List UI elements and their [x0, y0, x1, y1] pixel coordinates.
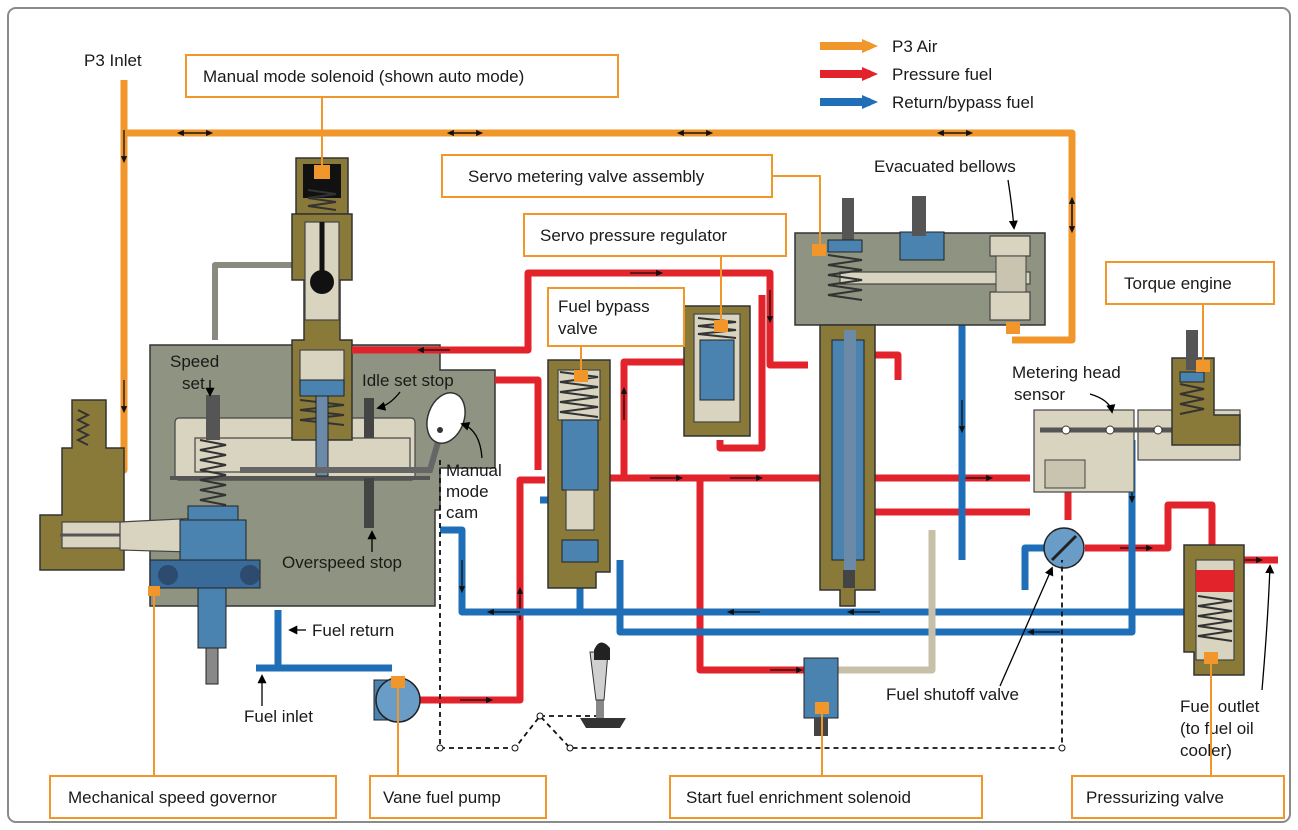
legend-label-return-fuel: Return/bypass fuel — [892, 93, 1034, 112]
callout-start-fuel-enrichment: Start fuel enrichment solenoid — [686, 788, 911, 807]
label-fuel-inlet: Fuel inlet — [244, 707, 313, 726]
label-p3-inlet: P3 Inlet — [84, 51, 142, 70]
legend-label-p3-air: P3 Air — [892, 37, 938, 56]
label-manual-mode-cam-1: Manual — [446, 461, 502, 480]
callout-torque-engine: Torque engine — [1124, 274, 1232, 293]
label-manual-mode-cam-3: cam — [446, 503, 478, 522]
label-fuel-shutoff-valve: Fuel shutoff valve — [886, 685, 1019, 704]
label-fuel-outlet-3: cooler) — [1180, 741, 1232, 760]
servo-pressure-regulator-body — [684, 306, 750, 436]
label-speed-set-2: set — [182, 374, 205, 393]
fuel-shutoff-valve-body — [1044, 528, 1084, 568]
label-fuel-return: Fuel return — [312, 621, 394, 640]
callout-pressurizing-valve: Pressurizing valve — [1086, 788, 1224, 807]
callout-manual-mode-solenoid: Manual mode solenoid (shown auto mode) — [203, 67, 524, 86]
fuel-bypass-valve-body — [548, 360, 610, 588]
label-idle-set-stop: Idle set stop — [362, 371, 454, 390]
label-overspeed-stop: Overspeed stop — [282, 553, 402, 572]
legend-label-pressure-fuel: Pressure fuel — [892, 65, 992, 84]
callout-mechanical-speed-governor: Mechanical speed governor — [68, 788, 277, 807]
callout-fuel-bypass-2: valve — [558, 319, 598, 338]
callout-fuel-bypass-1: Fuel bypass — [558, 297, 650, 316]
callout-vane-fuel-pump: Vane fuel pump — [383, 788, 501, 807]
label-speed-set-1: Speed — [170, 352, 219, 371]
label-fuel-outlet-2: (to fuel oil — [1180, 719, 1254, 738]
label-metering-head-sensor-1: Metering head — [1012, 363, 1121, 382]
label-evacuated-bellows: Evacuated bellows — [874, 157, 1016, 176]
callout-servo-pressure-regulator: Servo pressure regulator — [540, 226, 727, 245]
label-metering-head-sensor-2: sensor — [1014, 385, 1065, 404]
callout-servo-metering-valve: Servo metering valve assembly — [468, 167, 705, 186]
label-manual-mode-cam-2: mode — [446, 482, 489, 501]
label-fuel-outlet-1: Fuel outlet — [1180, 697, 1260, 716]
